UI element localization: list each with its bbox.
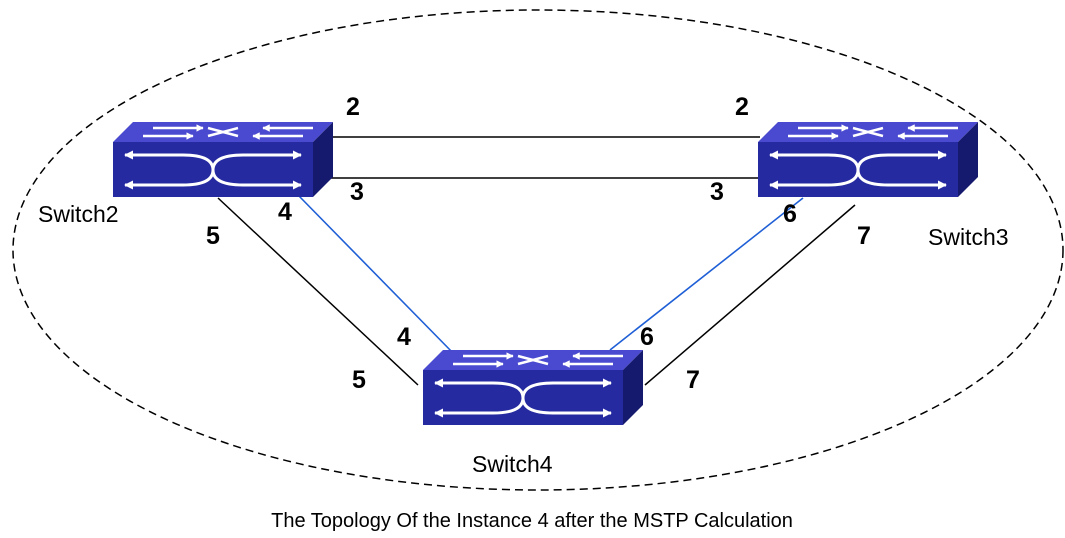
- port-label-s2-4: 4: [278, 198, 292, 226]
- port-label-s2-2: 2: [346, 93, 360, 121]
- diagram-caption: The Topology Of the Instance 4 after the…: [271, 510, 793, 532]
- port-label-s2-5: 5: [206, 222, 220, 250]
- switch4-device: [423, 350, 643, 425]
- port-label-s4-5: 5: [352, 366, 366, 394]
- port-label-s3-3: 3: [710, 178, 724, 206]
- switch4-label: Switch4: [472, 451, 553, 477]
- link-s3-s4-port7: [644, 204, 856, 386]
- port-label-s3-6: 6: [783, 200, 797, 228]
- mst-region-boundary: [12, 9, 1064, 491]
- switch2-label: Switch2: [38, 201, 119, 227]
- port-label-s4-4: 4: [397, 323, 411, 351]
- link-s3-s4-port6-active: [609, 197, 804, 351]
- port-label-s4-7: 7: [686, 366, 700, 394]
- port-label-s4-6: 6: [640, 323, 654, 351]
- switch2-device: [113, 122, 333, 197]
- link-s2-s4-port4-active: [297, 194, 456, 356]
- switch3-device: [758, 122, 978, 197]
- switch3-label: Switch3: [928, 224, 1009, 250]
- port-label-s3-2: 2: [735, 93, 749, 121]
- link-s2-s4-port5: [217, 197, 419, 386]
- port-label-s3-7: 7: [857, 222, 871, 250]
- port-label-s2-3: 3: [350, 178, 364, 206]
